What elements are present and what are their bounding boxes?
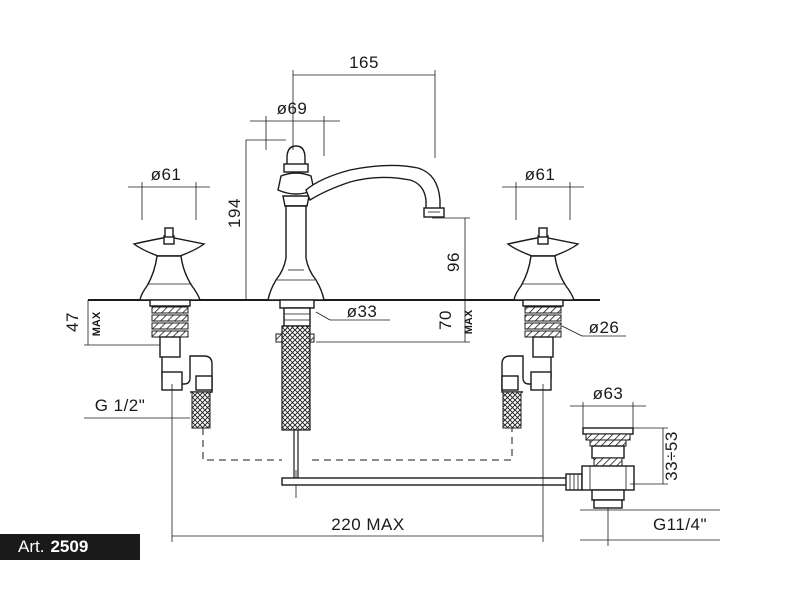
dim-drain-diameter: ø63	[593, 384, 624, 403]
left-handle	[132, 227, 206, 301]
spout-shank	[275, 299, 315, 498]
article-badge: Art. 2509	[0, 534, 140, 560]
dim-right-handle-diameter: ø61	[525, 165, 556, 184]
drain-assembly	[581, 427, 635, 546]
dim-spout-shank-max-label: MAX	[463, 309, 475, 334]
dim-valve-diameter: ø26	[589, 318, 620, 337]
right-hose-dashed	[312, 428, 513, 461]
dim-spout-reach: 165	[349, 53, 379, 72]
dim-inlet-thread: G 1/2"	[95, 396, 146, 415]
right-handle	[506, 227, 580, 301]
center-spout	[267, 145, 445, 301]
dim-drain-height-range: 33÷53	[662, 431, 681, 481]
left-hose-dashed	[202, 428, 282, 461]
dim-spout-outlet-height: 96	[444, 252, 463, 272]
dimension-lines	[84, 70, 720, 542]
dim-under-deck-max-label: MAX	[91, 311, 103, 336]
dim-drain-thread: G11/4"	[653, 515, 707, 534]
left-valve-body	[149, 299, 213, 429]
article-label: Art.	[18, 537, 45, 556]
right-valve-body	[501, 299, 564, 429]
popup-rod	[281, 473, 583, 491]
dim-spout-base-diameter: ø69	[277, 99, 308, 118]
article-number: 2509	[50, 537, 89, 556]
dim-left-handle-diameter: ø61	[151, 165, 182, 184]
dim-overall-width: 220 MAX	[331, 515, 404, 534]
dim-shank-diameter: ø33	[347, 302, 378, 321]
dim-spout-shank-max: 70	[436, 310, 455, 330]
dim-under-deck-max: 47	[63, 312, 82, 332]
dim-spout-height: 194	[225, 198, 244, 228]
